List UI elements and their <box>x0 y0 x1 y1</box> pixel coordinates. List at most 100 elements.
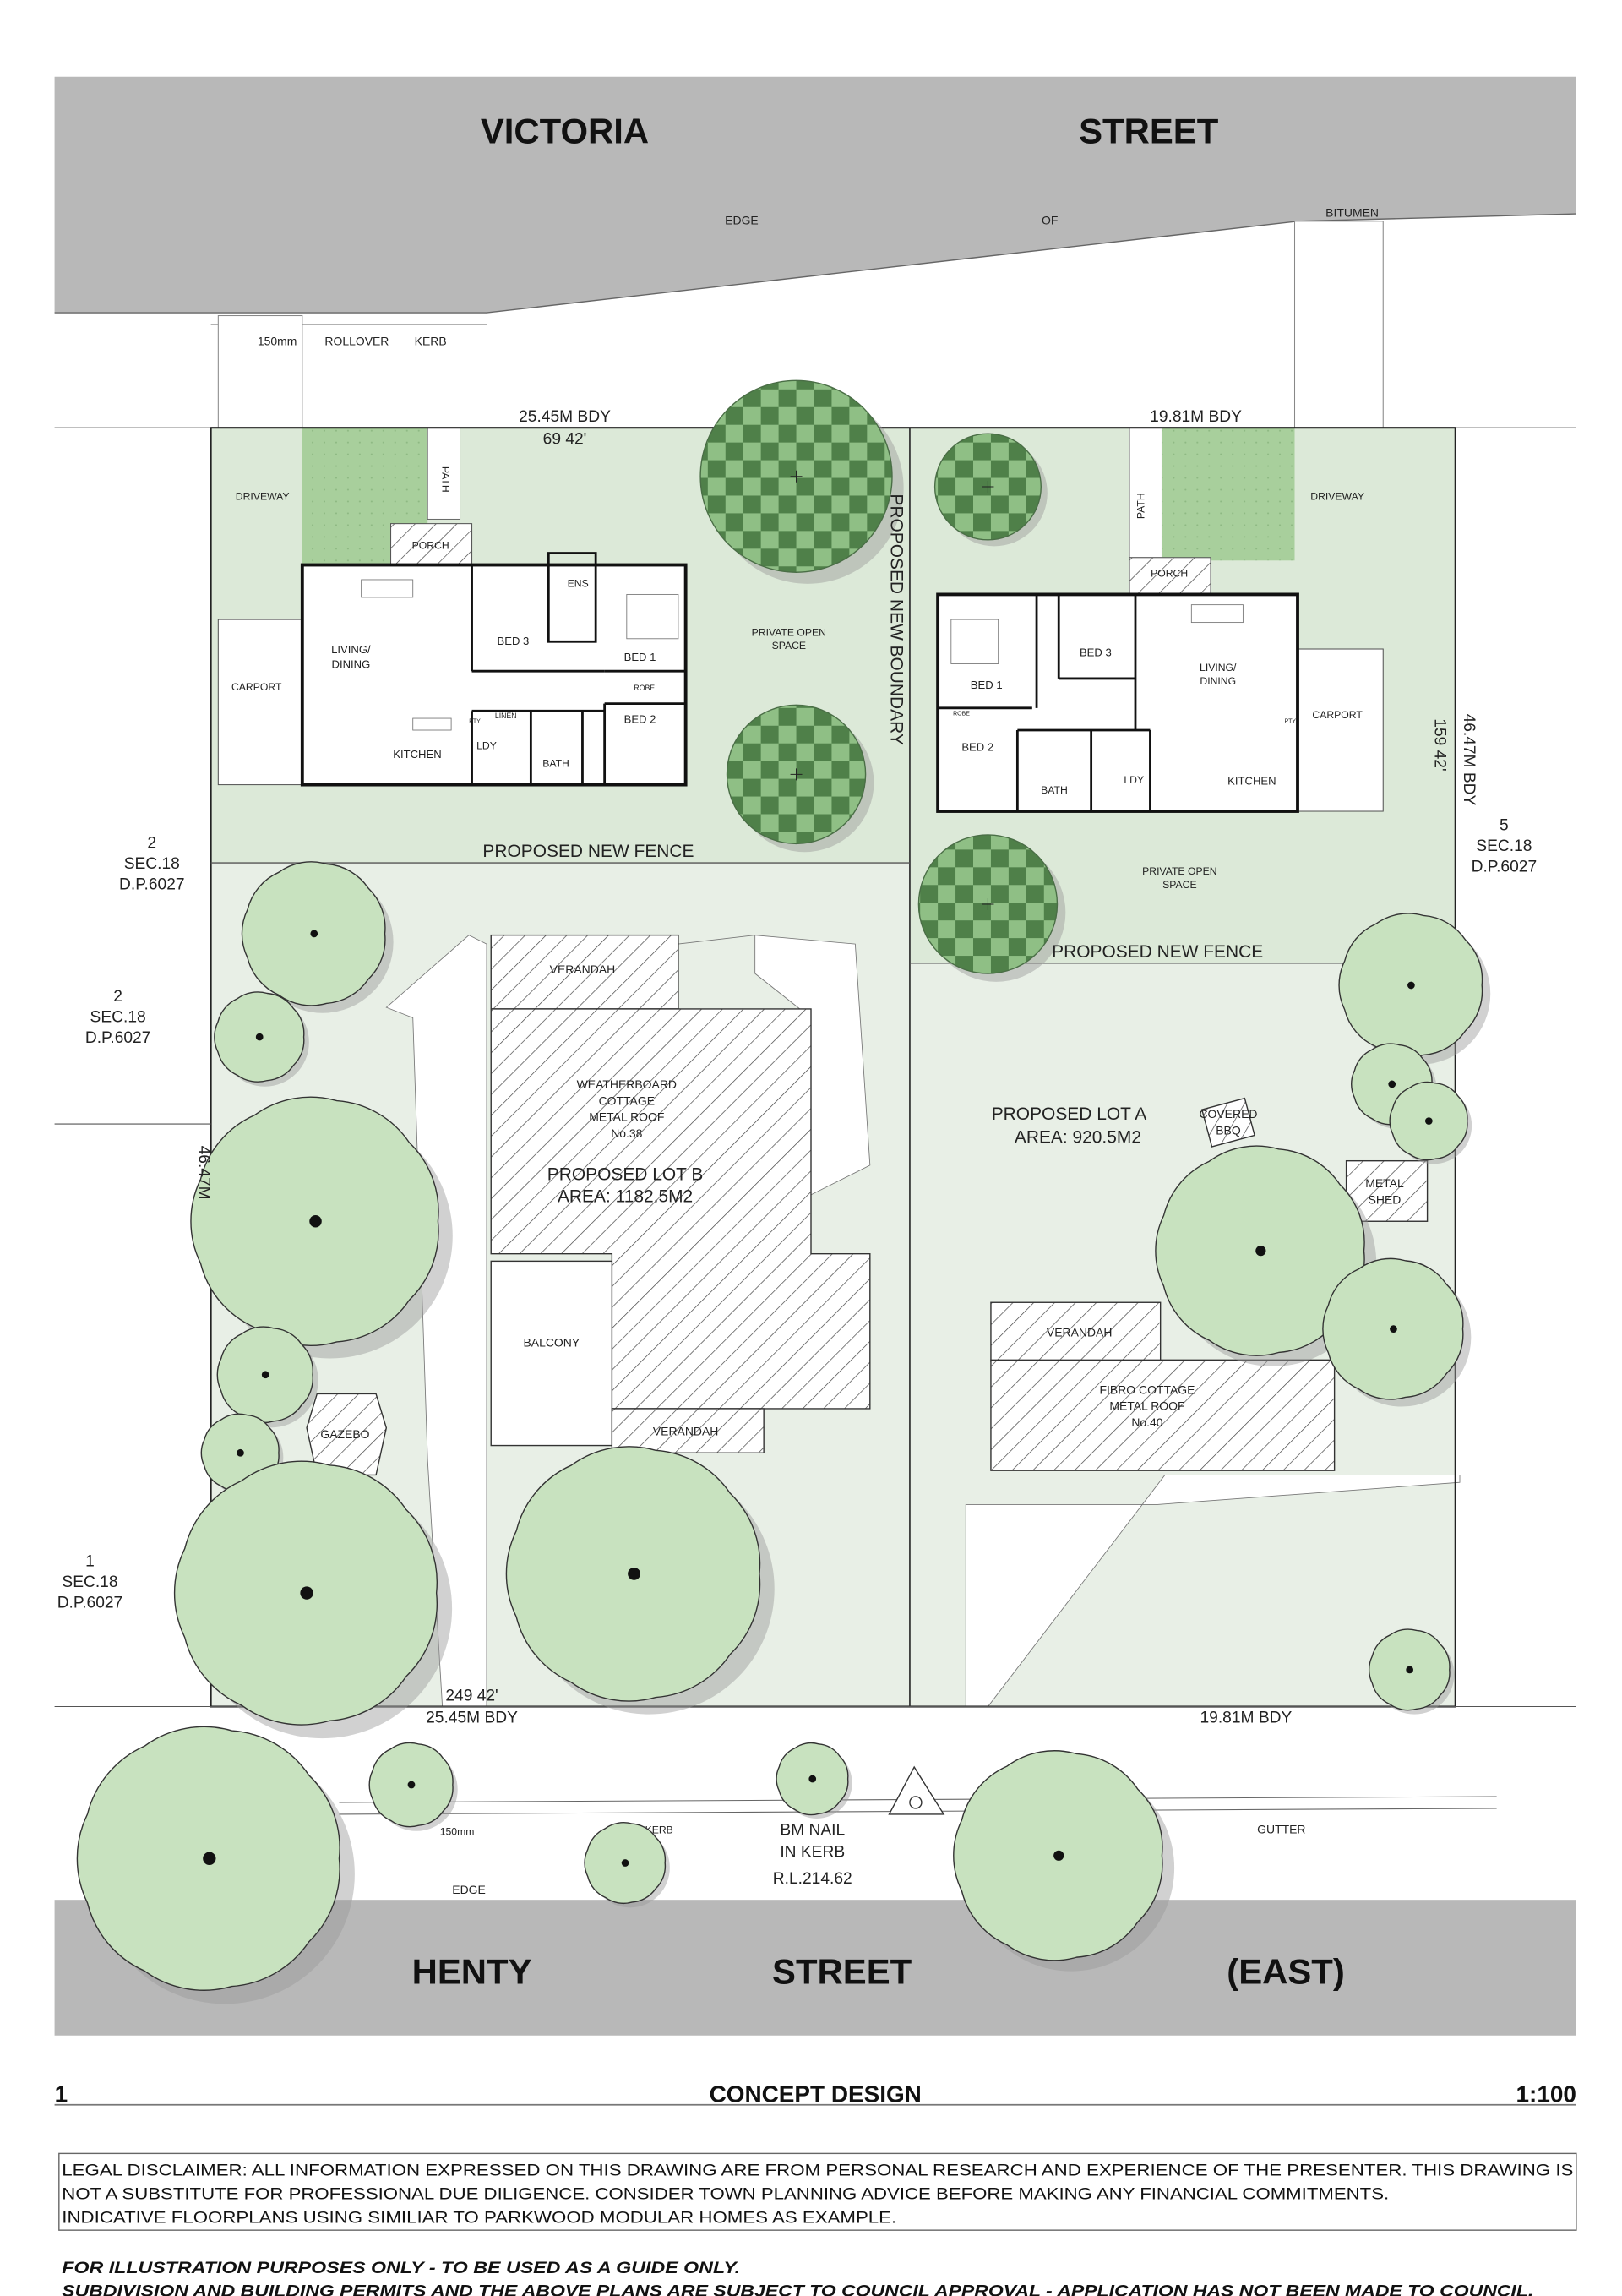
proposed-new-fence-label-right: PROPOSED NEW FENCE <box>1052 942 1263 962</box>
cottage-label: No.38 <box>611 1126 642 1140</box>
left-path-label: PATH <box>440 466 452 493</box>
neighbour-lot-1: 1 SEC.18 D.P.6027 <box>57 1553 123 1612</box>
tree-trunk-dot <box>310 930 318 938</box>
left-porch-label: PORCH <box>412 539 449 551</box>
room-bed-2: BED 2 <box>624 712 656 725</box>
lot-a-verandah <box>990 1301 1162 1362</box>
disclaimer-box <box>58 2152 1577 2231</box>
room-ens: ENS <box>568 578 589 590</box>
deposited-plan: D.P.6027 <box>57 1595 123 1612</box>
drawing-scale: 1:100 <box>1516 2081 1576 2107</box>
tree-trunk-dot <box>628 1567 640 1580</box>
balcony-label: BALCONY <box>523 1336 580 1350</box>
benchmark-triangle <box>888 1765 945 1815</box>
existing-tree <box>776 1742 852 1819</box>
proposed-new-boundary-label: PROPOSED NEW BOUNDARY <box>886 494 906 744</box>
proposed-tree <box>699 379 904 584</box>
existing-tree <box>1369 1628 1455 1715</box>
room-ldy: LDY <box>476 740 497 752</box>
left-driveway-label: DRIVEWAY <box>236 491 290 503</box>
existing-tree <box>505 1446 775 1715</box>
right-house-floorplan <box>936 557 1299 813</box>
room-living: LIVING/ <box>1200 662 1237 674</box>
bitumen-label: BITUMEN <box>1325 206 1379 220</box>
tree-trunk-dot <box>407 1781 416 1789</box>
private-open-space-left-2: SPACE <box>772 640 806 652</box>
proposed-tree <box>933 433 1048 547</box>
top-left-boundary-bearing: 69 42' <box>543 430 587 448</box>
bottom-kerb-size: 150mm <box>440 1825 475 1837</box>
tree-trunk-dot <box>1406 1666 1414 1674</box>
room-bath: BATH <box>1041 784 1068 796</box>
neighbour-lot-2-lower: 2 SEC.18 D.P.6027 <box>85 988 151 1047</box>
room-bath: BATH <box>542 758 569 770</box>
verandah-label: VERANDAH <box>550 963 616 976</box>
deposited-plan: D.P.6027 <box>85 1029 151 1047</box>
private-open-space-right-2: SPACE <box>1162 879 1196 891</box>
left-carport <box>217 619 303 786</box>
kerb-size-label: 150mm <box>258 334 297 347</box>
tree-trunk-dot <box>261 1371 269 1379</box>
proposed-tree <box>917 834 1066 982</box>
deposited-plan: D.P.6027 <box>119 876 185 894</box>
lot-number: 1 <box>85 1553 95 1571</box>
fibro-cottage-label: FIBRO COTTAGE <box>1100 1383 1195 1396</box>
deposited-plan: D.P.6027 <box>1472 859 1538 876</box>
kerb-label: KERB <box>415 334 447 347</box>
edge-label: EDGE <box>725 213 759 226</box>
disclaimer-line-2: NOT A SUBSTITUTE FOR PROFESSIONAL DUE DI… <box>62 2185 1389 2203</box>
room-bed-3: BED 3 <box>1080 646 1112 659</box>
bottom-boundary-bearing: 249 42' <box>445 1688 498 1705</box>
right-carport-label: CARPORT <box>1312 709 1363 721</box>
benchmark-circle <box>909 1796 923 1809</box>
right-path-label: PATH <box>1135 493 1146 519</box>
existing-tree <box>584 1822 670 1908</box>
street-name-street: STREET <box>1079 111 1219 150</box>
room-dining: DINING <box>332 658 371 671</box>
cottage-label: WEATHERBOARD <box>577 1077 677 1091</box>
disclaimer-line-1: LEGAL DISCLAIMER: ALL INFORMATION EXPRES… <box>62 2162 1573 2180</box>
drawing-title: CONCEPT DESIGN <box>710 2081 922 2107</box>
section: SEC.18 <box>90 1009 146 1027</box>
right-driveway-crossing <box>1293 221 1384 428</box>
proposed-new-fence-label-left: PROPOSED NEW FENCE <box>482 842 694 861</box>
room-bed-1: BED 1 <box>971 679 1003 691</box>
gazebo <box>306 1393 388 1476</box>
existing-tree <box>241 861 394 1013</box>
lot-a-area: AREA: 920.5M2 <box>1015 1128 1141 1148</box>
top-left-boundary-length: 25.45M BDY <box>519 408 611 426</box>
bm-level-label: R.L.214.62 <box>773 1870 852 1888</box>
fibro-cottage-label: METAL ROOF <box>1109 1399 1184 1413</box>
gutter-label: GUTTER <box>1257 1823 1305 1836</box>
room-ldy: LDY <box>1124 774 1144 786</box>
bottom-left-boundary-length: 25.45M BDY <box>426 1710 518 1727</box>
footer-line-2: SUBDIVISION AND BUILDING PERMITS AND THE… <box>62 2283 1533 2296</box>
room-kitchen: KITCHEN <box>1227 775 1276 788</box>
room-bed-3: BED 3 <box>498 635 530 647</box>
tree-centre-mark <box>790 768 803 781</box>
top-right-boundary-length: 19.81M BDY <box>1150 408 1242 426</box>
room-bed-2: BED 2 <box>961 740 993 753</box>
lot-a-title: PROPOSED LOT A <box>992 1104 1146 1124</box>
existing-tree <box>368 1742 458 1831</box>
tree-trunk-dot <box>1407 981 1415 990</box>
tree-trunk-dot <box>309 1215 322 1228</box>
tree-centre-mark <box>982 897 994 910</box>
street-name-east: (EAST) <box>1227 1952 1345 1992</box>
left-path <box>427 427 461 520</box>
trees <box>173 379 1491 1739</box>
lot-b-verandah-lower <box>611 1408 765 1453</box>
room-bed-1: BED 1 <box>624 651 656 663</box>
covered-bbq-label: COVERED <box>1199 1107 1257 1121</box>
left-carport-label: CARPORT <box>231 681 282 693</box>
drawing-number: 1 <box>55 2081 68 2107</box>
right-boundary-length: 46.47M BDY <box>1460 714 1478 806</box>
left-boundary-length: 46.47M <box>195 1146 213 1200</box>
victoria-street-road <box>54 76 1576 314</box>
room-robe: ROBE <box>953 712 970 717</box>
edge-of-bitumen-line <box>54 213 1576 314</box>
porch <box>1129 557 1211 595</box>
metal-shed-label: SHED <box>1369 1192 1402 1206</box>
bottom-edge-label: EDGE <box>452 1883 486 1896</box>
